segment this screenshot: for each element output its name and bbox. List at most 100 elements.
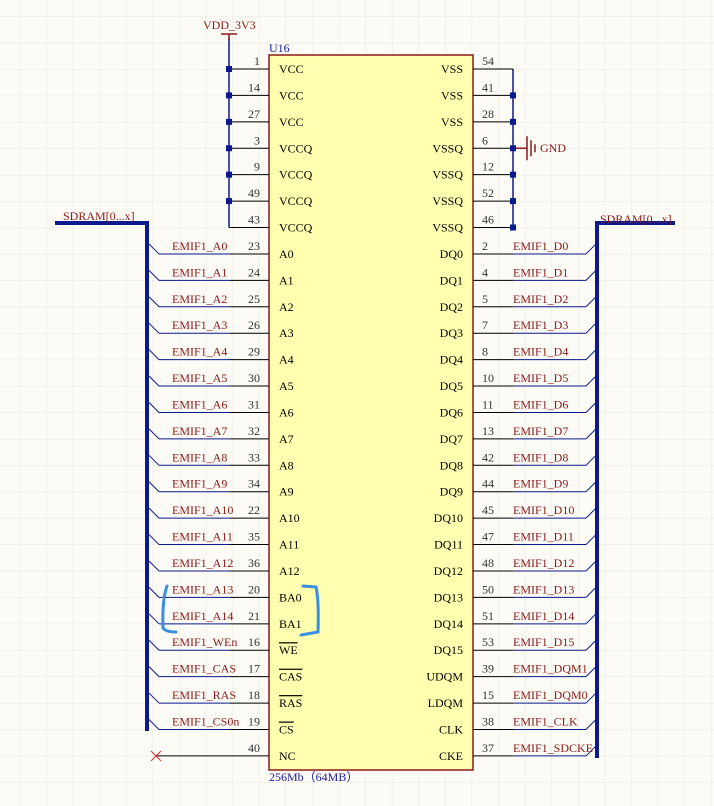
- pin-name: A9: [279, 485, 294, 499]
- net-label: EMIF1_A13: [172, 582, 233, 596]
- junction-dot: [226, 66, 232, 72]
- pin-name: VCCQ: [279, 168, 313, 182]
- u16-chip-body: [268, 54, 474, 771]
- pin-number: 16: [248, 635, 260, 649]
- pin-number: 38: [482, 715, 494, 729]
- pin-name: VCCQ: [279, 141, 313, 155]
- pin-number: 45: [482, 503, 494, 517]
- bus-entry: [585, 639, 597, 651]
- pin-number: 18: [248, 688, 260, 702]
- net-label: EMIF1_A4: [172, 345, 227, 359]
- bus-entry: [585, 322, 597, 334]
- net-label: EMIF1_D12: [513, 556, 574, 570]
- pin-name: VSSQ: [432, 221, 463, 235]
- net-label: EMIF1_D10: [513, 503, 574, 517]
- pin-number: 5: [482, 292, 488, 306]
- pin-name: DQ1: [440, 273, 463, 287]
- pin-number: 48: [482, 556, 494, 570]
- pin-name: A3: [279, 326, 294, 340]
- pin-number: 10: [482, 371, 494, 385]
- junction-dot: [226, 198, 232, 205]
- net-label: EMIF1_D4: [513, 345, 568, 359]
- net-label: EMIF1_A10: [172, 503, 233, 517]
- pin-name: DQ2: [440, 300, 463, 314]
- pin-name: VCC: [279, 88, 304, 102]
- pin-number: 52: [482, 186, 494, 200]
- net-label: EMIF1_D15: [513, 635, 574, 649]
- net-label: EMIF1_RAS: [172, 688, 236, 702]
- bus-entry: [585, 560, 597, 572]
- pin-name: A8: [279, 458, 294, 472]
- pin-number: 36: [248, 556, 260, 570]
- pin-name: DQ15: [434, 643, 463, 657]
- net-label: EMIF1_D6: [513, 397, 568, 411]
- pin-number: 41: [482, 80, 494, 94]
- pin-name: DQ8: [440, 458, 463, 472]
- pin-number: 30: [248, 371, 260, 385]
- net-label: EMIF1_D3: [513, 318, 568, 332]
- bus-entry: [585, 243, 597, 255]
- pin-name: DQ14: [434, 617, 463, 631]
- pin-name: DQ0: [440, 247, 463, 261]
- pin-name: RAS: [279, 696, 302, 710]
- net-label: EMIF1_D8: [513, 450, 568, 464]
- vdd-power-label: VDD_3V3: [203, 18, 256, 32]
- pin-name: WE: [279, 643, 298, 657]
- pin-name: VCC: [279, 62, 304, 76]
- pin-number: 47: [482, 530, 494, 544]
- net-label: EMIF1_D1: [513, 265, 568, 279]
- pin-name: DQ11: [434, 538, 463, 552]
- pin-number: 40: [248, 741, 260, 755]
- net-label: EMIF1_A14: [172, 609, 233, 623]
- net-label: EMIF1_A12: [172, 556, 233, 570]
- bus-entry: [148, 613, 160, 625]
- junction-dot: [510, 145, 516, 152]
- net-label: EMIF1_A1: [172, 265, 227, 279]
- pin-number: 23: [248, 239, 260, 253]
- pin-number: 12: [482, 160, 494, 174]
- pin-number: 4: [482, 265, 488, 279]
- pin-number: 37: [482, 741, 494, 755]
- bus-entry: [148, 402, 160, 413]
- pin-name: A10: [279, 511, 300, 525]
- pin-number: 53: [482, 635, 494, 649]
- pin-name: VCCQ: [279, 194, 313, 208]
- net-label: EMIF1_A11: [172, 530, 233, 544]
- net-label: EMIF1_D5: [513, 371, 568, 385]
- bus-entry: [585, 270, 597, 281]
- pin-name: VSS: [441, 62, 463, 76]
- bus-entry: [585, 454, 597, 466]
- annotation-bracket-right: [299, 584, 320, 637]
- bus-entry: [585, 428, 597, 440]
- pin-number: 2: [482, 239, 488, 253]
- net-label: EMIF1_A9: [172, 477, 227, 491]
- pin-number: 6: [482, 133, 488, 147]
- pin-name: CLK: [439, 723, 463, 737]
- bus-entry: [585, 375, 597, 387]
- right-sdram-bus: [595, 221, 675, 758]
- pin-number: 17: [248, 662, 260, 676]
- pin-name: BA0: [279, 590, 302, 604]
- junction-dot: [510, 198, 516, 205]
- pin-name: BA1: [279, 617, 302, 631]
- bus-entry: [585, 745, 597, 757]
- net-label: EMIF1_D11: [513, 530, 574, 544]
- bus-entry: [148, 349, 160, 360]
- pin-number: 26: [248, 318, 260, 332]
- bus-entry: [148, 719, 160, 730]
- junction-dot: [226, 171, 232, 178]
- bus-entry: [148, 587, 160, 598]
- net-label: EMIF1_A0: [172, 239, 227, 253]
- pin-name: NC: [279, 749, 296, 763]
- pin-name: A12: [279, 564, 300, 578]
- pin-number: 7: [482, 318, 488, 332]
- pin-name: VCC: [279, 115, 304, 129]
- pin-name: DQ6: [440, 405, 463, 419]
- pin-number: 44: [482, 477, 494, 491]
- pin-name: A11: [279, 538, 299, 552]
- junction-dot: [510, 171, 516, 178]
- bus-entry: [585, 613, 597, 625]
- net-label: EMIF1_WEn: [172, 635, 237, 649]
- pin-name: VSS: [441, 88, 463, 102]
- right-bus-label: SDRAM[0...x]: [600, 212, 672, 226]
